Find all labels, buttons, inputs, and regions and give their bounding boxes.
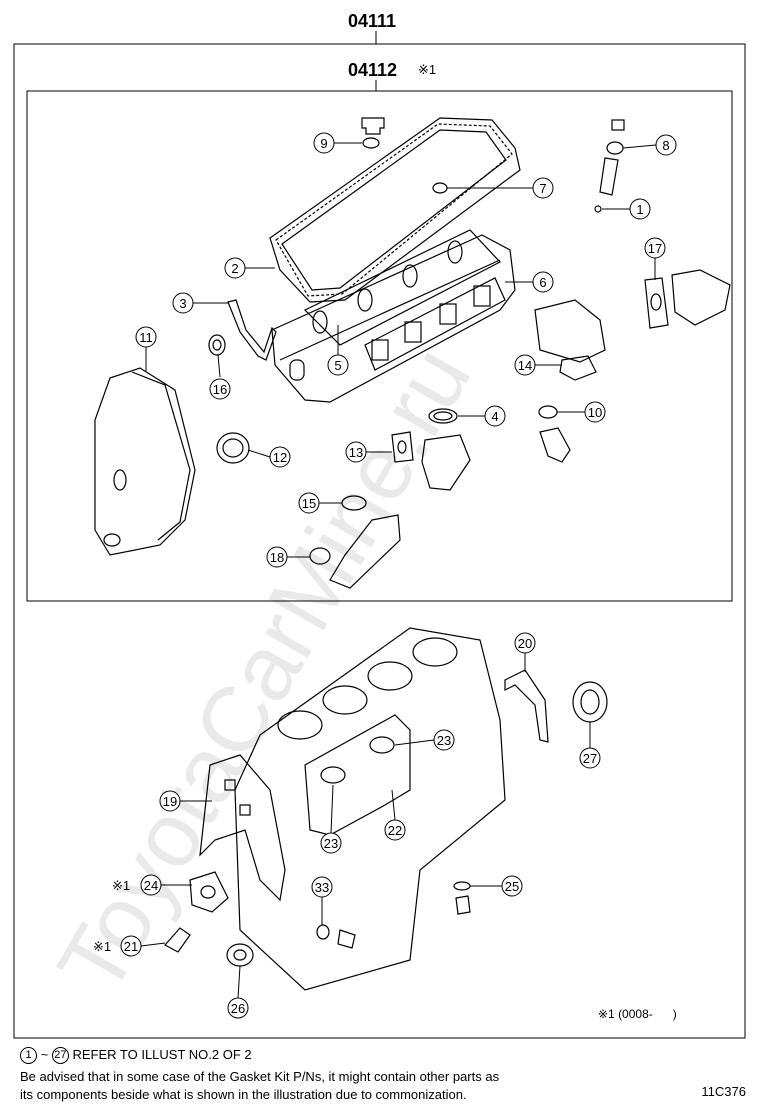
callout-20: 20 [514, 632, 536, 654]
ref-text: REFER TO ILLUST NO.2 OF 2 [72, 1047, 252, 1062]
callout-5: 5 [327, 354, 349, 376]
svg-text:21: 21 [124, 939, 138, 954]
callout-12: 12 [269, 446, 291, 468]
svg-text:10: 10 [588, 405, 602, 420]
kit-code-04111: 04111 [348, 11, 396, 31]
callout-25: 25 [501, 875, 523, 897]
ref-tilde: ~ [40, 1047, 49, 1062]
svg-text:11: 11 [139, 330, 153, 345]
lower-section-drawings [164, 627, 608, 991]
svg-text:18: 18 [270, 550, 284, 565]
callout-14: 14 [514, 354, 536, 376]
svg-text:13: 13 [349, 445, 363, 460]
callout-21: 21 [120, 935, 142, 957]
outer-frame [13, 43, 746, 1039]
svg-text:23: 23 [437, 733, 451, 748]
svg-text:33: 33 [315, 880, 329, 895]
leader-lines [140, 142, 657, 999]
callout-7: 7 [532, 177, 554, 199]
svg-text:23: 23 [324, 836, 338, 851]
mark-24: ※1 [112, 878, 130, 893]
svg-text:17: 17 [648, 241, 662, 256]
svg-text:8: 8 [662, 138, 669, 153]
svg-text:3: 3 [179, 296, 186, 311]
reference-line: 1 ~ 27 REFER TO ILLUST NO.2 OF 2 [20, 1046, 252, 1065]
callout-24: 24 [140, 874, 162, 896]
svg-text:15: 15 [302, 496, 316, 511]
callout-10: 10 [584, 401, 606, 423]
inner-frame [26, 90, 733, 602]
upper-section-drawings [94, 117, 731, 589]
callout-6: 6 [532, 271, 554, 293]
illustration-code: 11C376 [701, 1084, 746, 1099]
callout-15: 15 [298, 492, 320, 514]
callouts: 9 8 7 1 2 6 3 5 11 16 17 14 4 10 12 13 1… [120, 132, 677, 1019]
svg-text:9: 9 [320, 136, 327, 151]
svg-text:27: 27 [583, 751, 597, 766]
notice-line-2: its components beside what is shown in t… [20, 1087, 467, 1102]
callout-18: 18 [266, 546, 288, 568]
watermark: ToyotaCarMine.ru [39, 330, 490, 1010]
callout-16: 16 [209, 378, 231, 400]
svg-text:25: 25 [505, 879, 519, 894]
callout-23-lower: 23 [320, 832, 342, 854]
svg-text:4: 4 [491, 409, 498, 424]
callout-1: 1 [629, 198, 651, 220]
callout-17: 17 [644, 237, 666, 259]
kit-code-04112: 04112 [348, 60, 397, 80]
svg-text:24: 24 [144, 878, 158, 893]
callout-8: 8 [655, 134, 677, 156]
svg-text:20: 20 [518, 636, 532, 651]
svg-text:7: 7 [539, 181, 546, 196]
callout-13: 13 [345, 441, 367, 463]
mark-21: ※1 [93, 939, 111, 954]
svg-text:6: 6 [539, 275, 546, 290]
svg-text:5: 5 [334, 358, 341, 373]
svg-text:19: 19 [163, 794, 177, 809]
callout-26: 26 [227, 997, 249, 1019]
svg-text:1: 1 [636, 202, 643, 217]
kit-code-note: ※1 [418, 62, 436, 77]
svg-text:2: 2 [231, 261, 238, 276]
callout-11: 11 [135, 326, 157, 348]
date-range-note: ※1 (0008- ) [598, 1007, 677, 1021]
callout-19: 19 [159, 790, 181, 812]
svg-text:26: 26 [231, 1001, 245, 1016]
callout-3: 3 [172, 292, 194, 314]
svg-text:14: 14 [518, 358, 532, 373]
svg-text:16: 16 [213, 382, 227, 397]
svg-text:12: 12 [273, 450, 287, 465]
callout-33: 33 [311, 876, 333, 898]
callout-4: 4 [484, 405, 506, 427]
callout-9: 9 [313, 132, 335, 154]
callout-2: 2 [224, 257, 246, 279]
callout-23-upper: 23 [433, 729, 455, 751]
callout-22: 22 [384, 819, 406, 841]
ref-end-circle: 27 [51, 1047, 69, 1065]
callout-27: 27 [579, 747, 601, 769]
notice-line-1: Be advised that in some case of the Gask… [20, 1069, 500, 1084]
ref-start-circle: 1 [20, 1047, 37, 1065]
svg-text:22: 22 [388, 823, 402, 838]
